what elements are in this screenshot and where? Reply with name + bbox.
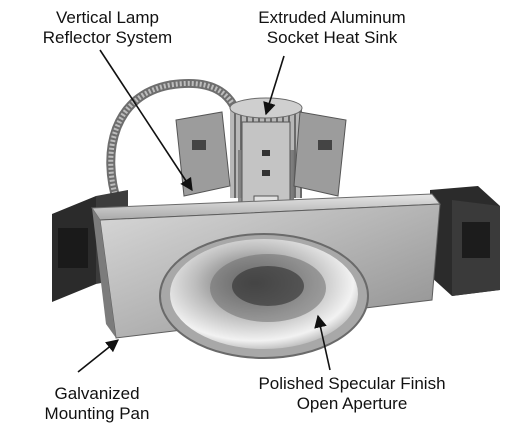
leader-reflector [99,49,193,192]
label-line: Mounting Pan [44,404,150,423]
leader-heat-sink [263,55,285,116]
label-line: Open Aperture [296,394,408,413]
label-line: Vertical Lamp [56,8,159,27]
label-heat-sink: Extruded Aluminum Socket Heat Sink [232,8,432,48]
right-driver-box [430,186,500,296]
label-line: Polished Specular Finish [258,374,446,393]
label-line: Reflector System [42,28,173,47]
label-aperture: Polished Specular Finish Open Aperture [232,374,472,414]
label-line: Socket Heat Sink [266,28,398,47]
reflector-aperture [159,233,369,359]
leader-mounting-pan [77,339,119,373]
label-reflector-system: Vertical Lamp Reflector System [20,8,195,48]
label-line: Galvanized [54,384,140,403]
leader-aperture [314,314,331,371]
label-mounting-pan: Galvanized Mounting Pan [12,384,182,424]
socket-brackets [175,111,347,215]
label-line: Extruded Aluminum [258,8,406,27]
